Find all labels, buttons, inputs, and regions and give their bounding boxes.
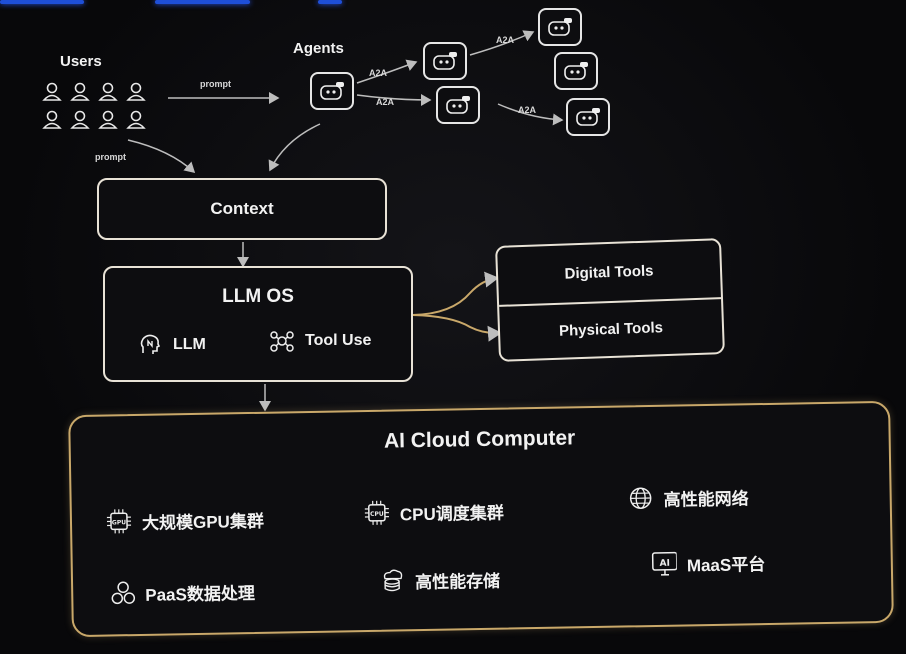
users-label: Users <box>60 53 102 70</box>
brain-head-icon <box>137 332 163 358</box>
cpu-chip-icon: CPU <box>364 500 390 526</box>
top-accent-bar-left <box>0 0 84 4</box>
a2a-label-3: A2A <box>496 35 515 45</box>
globe-icon <box>627 485 653 511</box>
tool-use-item: Tool Use <box>269 328 371 354</box>
llm-label: LLM <box>173 336 206 353</box>
cloud-item-storage: 高性能存储 <box>379 566 500 594</box>
a2a-label-1: A2A <box>369 68 388 78</box>
agent-bot-icon <box>564 62 588 80</box>
agent-a2a-2 <box>436 86 480 124</box>
cloud-item-network: 高性能网络 <box>627 483 749 511</box>
digital-tools-cell: Digital Tools <box>497 240 722 307</box>
arrow-agents-to-context <box>268 123 321 172</box>
tools-box: Digital Tools Physical Tools <box>495 238 725 362</box>
physical-tools-label: Physical Tools <box>558 319 664 340</box>
arrow-a2a-top-right <box>469 30 535 56</box>
agent-bot-icon <box>446 96 470 114</box>
cloud-item-network-label: 高性能网络 <box>663 488 749 510</box>
cloud-item-storage-label: 高性能存储 <box>414 571 501 592</box>
prompt-label-users-agents: prompt <box>200 79 231 89</box>
top-accent-bar-right <box>318 0 342 4</box>
cloud-item-maas: AI MaaS平台 <box>651 549 766 577</box>
arrow-a2a-upper <box>356 59 418 84</box>
cloud-item-gpu-label: 大规模GPU集群 <box>141 511 265 533</box>
agent-bot-icon <box>320 82 344 100</box>
arrow-llmos-to-digital-tools <box>412 271 499 316</box>
agent-a2a-3 <box>538 8 582 46</box>
ai-screen-icon: AI <box>651 551 678 577</box>
context-label: Context <box>210 199 274 218</box>
physical-tools-cell: Physical Tools <box>499 299 723 360</box>
users-group-icon <box>42 82 146 129</box>
llm-os-box: LLM OS LLM Tool Use <box>103 266 413 382</box>
cloud-item-paas: PaaS数据处理 <box>109 578 255 607</box>
svg-text:AI: AI <box>660 559 671 569</box>
a2a-label-2: A2A <box>376 97 395 107</box>
llm-os-title: LLM OS <box>222 286 294 307</box>
ai-cloud-title: AI Cloud Computer <box>383 426 576 453</box>
arrow-llmos-to-physical-tools <box>412 314 502 342</box>
agent-a2a-5 <box>566 98 610 136</box>
gpu-chip-icon: GPU <box>106 508 132 534</box>
prompt-label-users-context: prompt <box>95 152 126 162</box>
cloud-item-paas-label: PaaS数据处理 <box>145 583 256 605</box>
cloud-item-maas-label: MaaS平台 <box>686 554 766 575</box>
hexagon-cluster-icon <box>109 580 136 606</box>
digital-tools-label: Digital Tools <box>564 262 654 283</box>
storage-icon <box>379 567 405 593</box>
cloud-item-gpu: GPU 大规模GPU集群 <box>106 506 264 535</box>
svg-text:CPU: CPU <box>370 511 384 518</box>
tool-use-icon <box>269 328 295 354</box>
a2a-label-4: A2A <box>518 105 537 115</box>
agent-main <box>310 72 354 110</box>
agent-a2a-4 <box>554 52 598 90</box>
tool-use-label: Tool Use <box>305 332 372 349</box>
svg-text:GPU: GPU <box>112 519 126 526</box>
agent-a2a-1 <box>423 42 467 80</box>
arrow-a2a-lower <box>356 93 432 106</box>
top-accent-bar-mid <box>155 0 250 4</box>
agents-label: Agents <box>293 40 344 57</box>
agent-bot-icon <box>548 18 572 36</box>
llm-item: LLM <box>137 332 206 358</box>
cloud-item-cpu-label: CPU调度集群 <box>399 503 504 524</box>
context-box: Context <box>97 178 387 240</box>
arrow-users-to-context <box>127 139 196 174</box>
arrow-a2a-bottom-right <box>497 103 564 126</box>
agent-bot-icon <box>433 52 457 70</box>
ai-cloud-computer-box: AI Cloud Computer GPU 大规模GPU集群 CPU CPU调度… <box>68 400 894 638</box>
cloud-item-cpu: CPU CPU调度集群 <box>364 498 504 526</box>
agent-bot-icon <box>576 108 600 126</box>
